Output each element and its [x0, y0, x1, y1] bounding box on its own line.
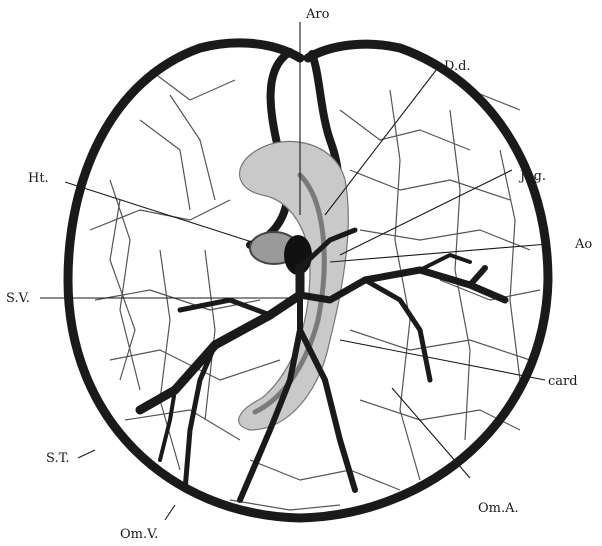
label-dd: D.d.: [444, 59, 471, 74]
label-ht: Ht.: [28, 171, 49, 186]
label-card: card: [548, 374, 578, 389]
label-ao: Ao: [574, 237, 592, 252]
label-st: S.T.: [46, 451, 69, 466]
label-omv: Om.V.: [120, 527, 158, 542]
label-oma: Om.A.: [478, 501, 519, 516]
embryo-body: [239, 141, 349, 430]
label-sv: S.V.: [6, 291, 30, 306]
label-jug: Jug.: [518, 169, 546, 184]
label-aro: Aro: [305, 7, 330, 22]
